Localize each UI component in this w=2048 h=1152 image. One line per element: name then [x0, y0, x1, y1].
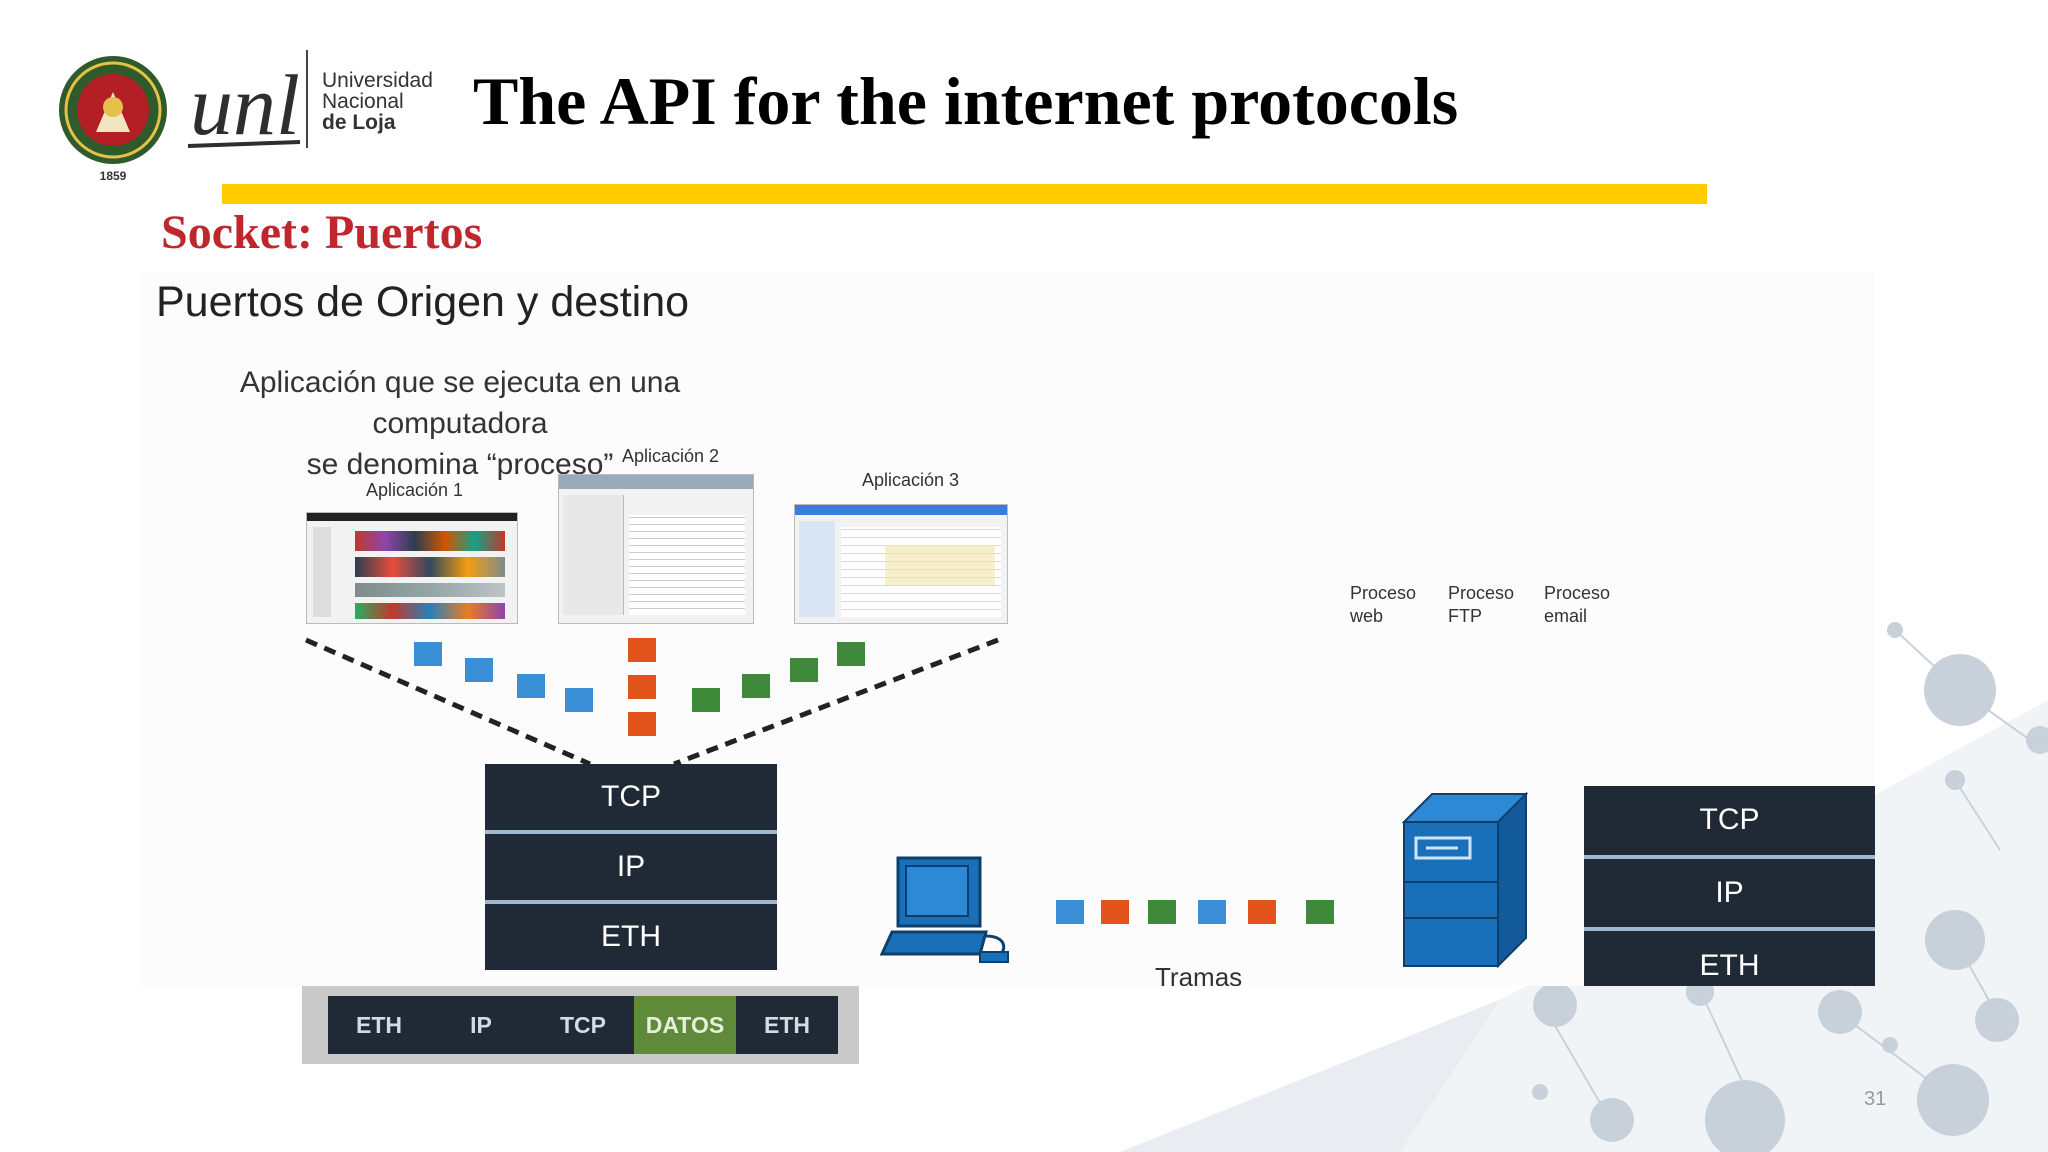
computer-icon	[880, 856, 1009, 963]
stack-right-tcp: TCP	[1584, 786, 1875, 859]
process-email-line1: Proceso	[1544, 583, 1611, 603]
frame-field-ip: IP	[470, 1011, 492, 1038]
frame-structure: ETH IP TCP DATOS ETH	[302, 986, 859, 1064]
stack-right-clip: TCP IP ETH	[1584, 786, 1875, 986]
frame-field-eth-trailer: ETH	[764, 1011, 810, 1038]
university-name: Universidad Nacional de Loja	[322, 70, 433, 133]
logo-divider	[306, 50, 308, 148]
seal-year: 1859	[100, 169, 127, 183]
server-icon	[1402, 792, 1529, 969]
university-seal-logo: 1859	[59, 56, 167, 183]
frame-field-eth-header: ETH	[356, 1011, 402, 1038]
process-email-line2: email	[1544, 606, 1588, 626]
frame-field-tcp: TCP	[560, 1011, 606, 1038]
process-web-line1: Proceso	[1350, 583, 1417, 603]
packets-graphic	[304, 637, 1334, 924]
frame-field-datos: DATOS	[634, 996, 736, 1054]
process-web-line2: web	[1350, 606, 1384, 626]
app-label-2: Aplicación 2	[622, 446, 720, 466]
process-web: Proceso web	[1350, 582, 1416, 628]
stack-left-eth: ETH	[601, 920, 661, 953]
ports-diagram: Puertos de Origen y destino Aplicación q…	[140, 272, 1875, 986]
slide-subtitle: Socket: Puertos	[161, 206, 483, 259]
app-1-screenshot	[306, 512, 518, 624]
stack-left-tcp: TCP	[485, 764, 777, 834]
unl-wordmark-logo: unl	[187, 57, 301, 153]
stack-right: TCP IP ETH	[1584, 786, 1875, 986]
app-3-screenshot	[794, 504, 1008, 624]
process-email: Proceso email	[1544, 582, 1610, 628]
app-2-screenshot	[558, 474, 754, 624]
stack-right-eth: ETH	[1699, 948, 1760, 982]
process-ftp-line1: Proceso	[1448, 583, 1515, 603]
process-ftp-line2: FTP	[1448, 606, 1482, 626]
stack-left: TCP IP ETH	[485, 764, 777, 970]
description-line-1: Aplicación que se ejecuta en una computa…	[239, 366, 681, 440]
title-accent-bar	[222, 184, 1707, 204]
univ-line-2: Nacional	[322, 90, 404, 113]
tramas-label: Tramas	[1155, 962, 1243, 986]
unl-wordmark-text: unl	[190, 57, 300, 153]
diagram-heading: Puertos de Origen y destino	[156, 278, 690, 326]
slide-title: The API for the internet protocols	[473, 63, 1459, 139]
process-ftp: Proceso FTP	[1448, 582, 1514, 628]
app-label-1: Aplicación 1	[366, 480, 464, 500]
univ-line-1: Universidad	[322, 69, 433, 92]
page-number: 31	[1864, 1088, 1887, 1110]
stack-left-ip: IP	[485, 834, 777, 904]
stack-right-ip: IP	[1584, 859, 1875, 932]
univ-line-3: de Loja	[322, 111, 396, 134]
app-label-3: Aplicación 3	[862, 470, 960, 490]
